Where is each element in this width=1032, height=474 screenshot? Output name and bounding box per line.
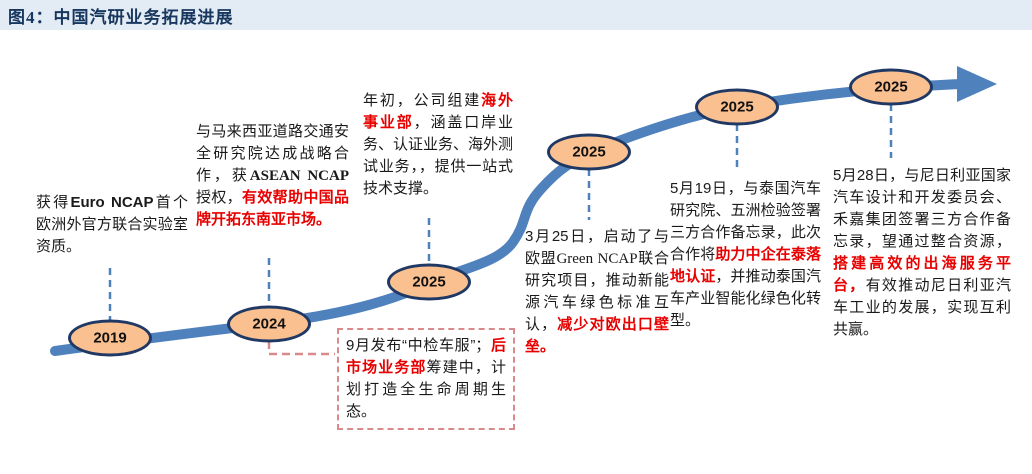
annotation-2025-green-ncap: 3月25日，启动了与欧盟Green NCAP联合研究项目，推动新能源汽车绿色标准… — [525, 226, 669, 358]
year-node-2025-2: 2025 — [387, 263, 471, 301]
text-segment: 减少对欧出口壁垒。 — [525, 316, 669, 355]
text-segment: 5月19日，与泰国汽车研究院、五洲检验签署三方合作备忘录，此次合作将 — [670, 180, 821, 263]
annotation-2025-nigeria: 5月28日，与尼日利亚国家汽车设计和开发委员会、禾嘉集团签署三方合作备忘录，望通… — [833, 165, 1011, 341]
text-segment: 9月发布“中检车服”； — [346, 337, 491, 354]
text-segment: 与马来西亚道路交通安全研究院达成战略合作，获 — [196, 123, 349, 184]
annotation-2025-overseas-dept: 年初，公司组建海外事业部，涵盖口岸业务、认证业务、海外测试业务，，提供一站式技术… — [363, 90, 513, 200]
year-node-2024-1: 2024 — [227, 305, 311, 343]
text-segment: 年初，公司组建 — [363, 92, 482, 109]
text-segment: 3月25日，启动了与欧盟 — [525, 228, 669, 267]
annotation-2025-thailand: 5月19日，与泰国汽车研究院、五洲检验签署三方合作备忘录，此次合作将助力中企在泰… — [670, 178, 821, 332]
annotation-2019: 获得Euro NCAP首个欧洲外官方联合实验室资质。 — [36, 192, 188, 258]
text-segment: 有效帮助中国品牌开拓东南亚市场。 — [196, 189, 349, 228]
figure-title: 图4：中国汽研业务拓展进展 — [8, 7, 234, 27]
text-segment: 有效推动尼日利亚汽车工业的发展，实现互利共赢。 — [833, 277, 1011, 338]
text-segment: 海外事业部 — [363, 92, 513, 131]
text-segment: ASEAN NCAP — [249, 168, 349, 184]
text-segment: Green NCAP — [556, 251, 638, 267]
text-segment: ，并推动泰国汽车产业智能化绿色化转型。 — [670, 268, 821, 329]
annotation-2024-aftermarket-box: 9月发布“中检车服”；后市场业务部筹建中，计划打造全生命周期生态。 — [337, 328, 515, 430]
text-segment: 首个欧洲外官方联合实验室资质。 — [36, 194, 188, 255]
text-segment: 联合研究项目，推动新能源汽车绿色标准互认， — [525, 250, 669, 333]
text-segment: Euro NCAP — [70, 194, 154, 211]
year-node-2025-5: 2025 — [849, 68, 933, 106]
text-segment: 筹建中，计划打造全生命周期生态。 — [346, 359, 506, 420]
text-segment: 后市场业务部 — [346, 337, 506, 376]
text-segment: 5月28日，与尼日利亚国家汽车设计和开发委员会、禾嘉集团签署三方合作备忘录，望通… — [833, 167, 1011, 250]
year-node-2025-3: 2025 — [547, 133, 631, 171]
year-node-2019-0: 2019 — [68, 319, 152, 357]
text-segment: 搭建高效的出海服务平台， — [833, 255, 1011, 294]
connector-2024-box — [267, 341, 335, 356]
text-segment: 获得 — [36, 194, 71, 211]
annotation-2024: 与马来西亚道路交通安全研究院达成战略合作，获ASEAN NCAP 授权，有效帮助中… — [196, 121, 349, 231]
year-node-2025-4: 2025 — [695, 88, 779, 126]
text-segment: 助力中企在泰落地认证 — [670, 246, 821, 285]
arrowhead-icon — [957, 66, 997, 102]
figure-title-bar: 图4：中国汽研业务拓展进展 — [0, 0, 1032, 30]
text-segment: ，涵盖口岸业务、认证业务、海外测试业务，，提供一站式技术支撑。 — [363, 114, 514, 197]
text-segment: 授权， — [196, 189, 242, 206]
